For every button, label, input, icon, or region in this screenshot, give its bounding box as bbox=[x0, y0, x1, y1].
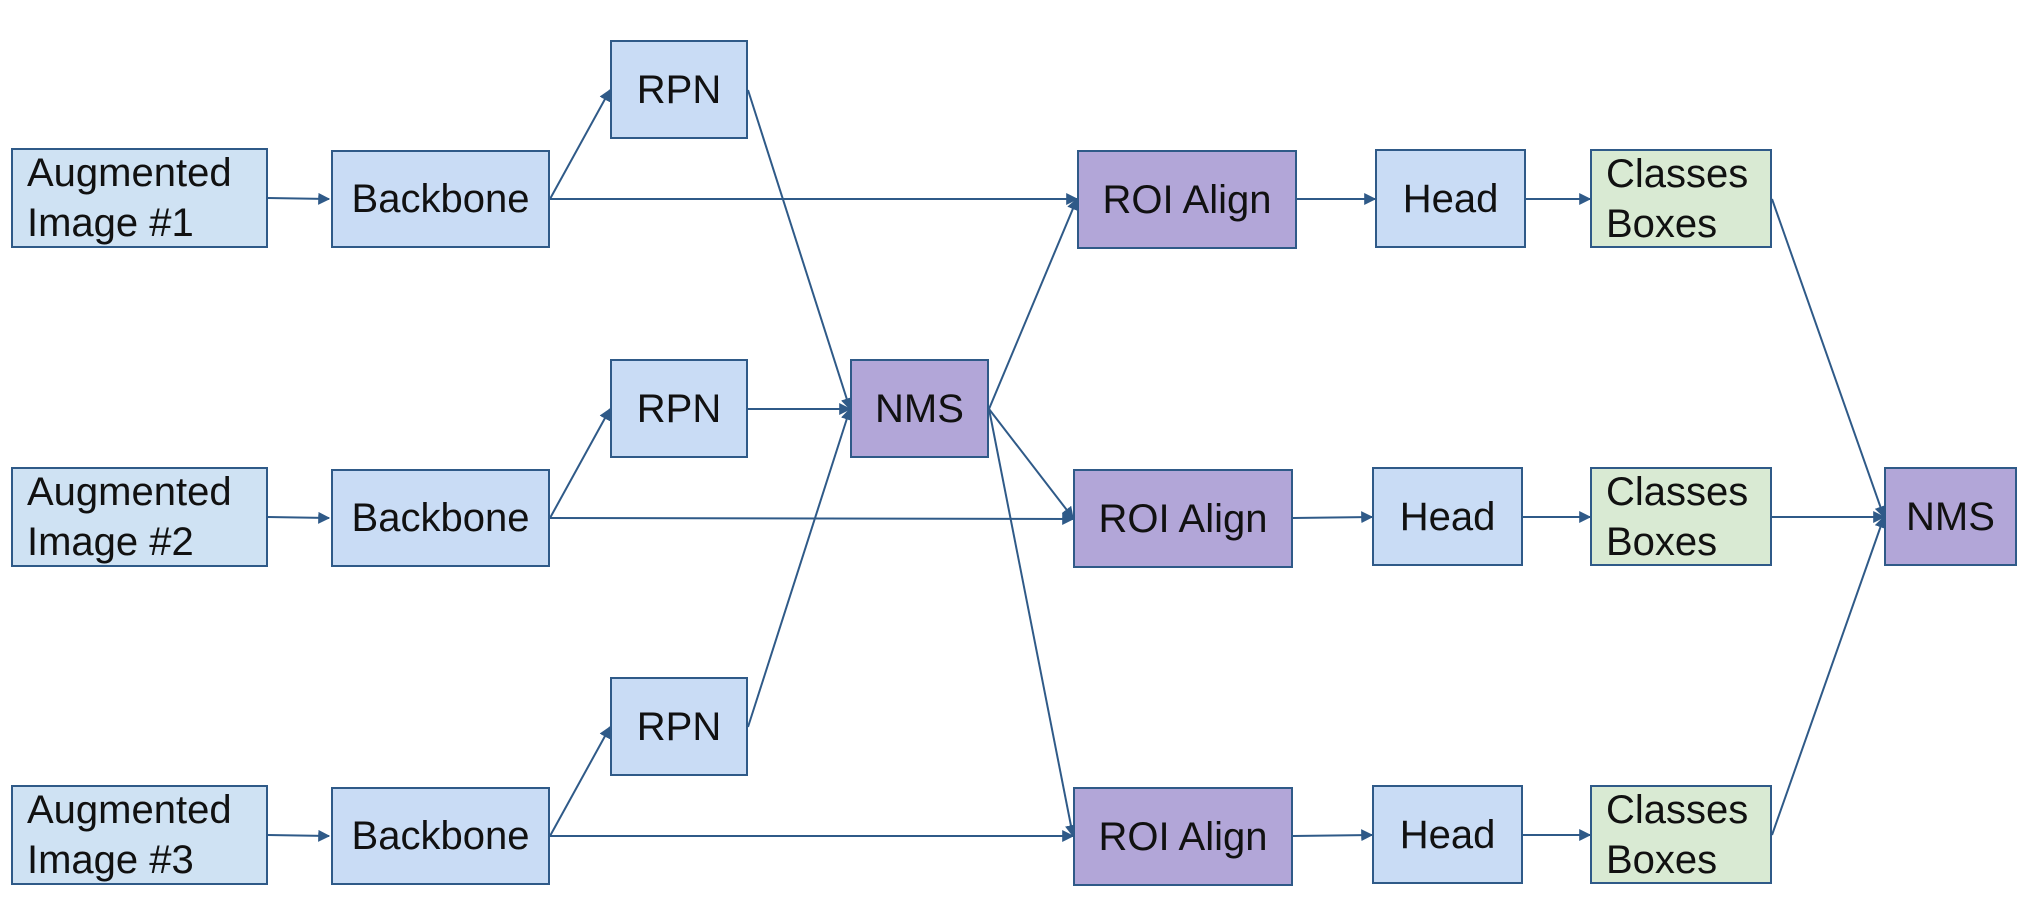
rpn-2-box: RPN bbox=[610, 359, 748, 458]
roi-align-1-label: ROI Align bbox=[1102, 177, 1272, 222]
classes-boxes-2-box: Classes Boxes bbox=[1590, 467, 1772, 566]
augmented-image-3-box: Augmented Image #3 bbox=[11, 785, 268, 885]
roi-align-3-label: ROI Align bbox=[1098, 814, 1268, 859]
augmented-image-1-label: Augmented Image #1 bbox=[27, 151, 232, 245]
roi-align-1-box: ROI Align bbox=[1077, 150, 1297, 249]
classes-boxes-3-label: Classes Boxes bbox=[1606, 787, 1749, 882]
roi-align-2-box: ROI Align bbox=[1073, 469, 1293, 568]
arrow-classes3-to-finalnms bbox=[1771, 515, 1887, 836]
final-nms-label: NMS bbox=[1906, 494, 1995, 539]
arrow-backbone1-to-rpn1 bbox=[549, 88, 611, 200]
backbone-2-box: Backbone bbox=[331, 469, 550, 567]
augmented-image-3-label: Augmented Image #3 bbox=[27, 788, 232, 882]
nms-label: NMS bbox=[875, 386, 964, 431]
arrow-roi2-to-head2 bbox=[1292, 511, 1374, 524]
roi-align-3-box: ROI Align bbox=[1073, 787, 1293, 886]
head-1-label: Head bbox=[1402, 176, 1499, 221]
augmented-image-2-label: Augmented Image #2 bbox=[27, 470, 232, 564]
arrow-nms-to-roi1 bbox=[988, 197, 1079, 410]
arrow-roi3-to-head3 bbox=[1292, 829, 1374, 842]
backbone-3-label: Backbone bbox=[351, 814, 530, 858]
nms-box: NMS bbox=[850, 359, 989, 458]
arrow-backbone2-to-rpn2 bbox=[549, 407, 611, 519]
classes-boxes-3-box: Classes Boxes bbox=[1590, 785, 1772, 884]
rpn-2-label: RPN bbox=[636, 386, 722, 431]
arrow-nms-to-roi2 bbox=[988, 408, 1074, 519]
head-1-box: Head bbox=[1375, 149, 1526, 248]
augmented-image-1-box: Augmented Image #1 bbox=[11, 148, 268, 248]
roi-align-2-label: ROI Align bbox=[1098, 496, 1268, 541]
arrow-backbone3-to-rpn3 bbox=[549, 725, 611, 837]
classes-boxes-1-box: Classes Boxes bbox=[1590, 149, 1772, 248]
backbone-1-box: Backbone bbox=[331, 150, 550, 248]
arrow-rpn3-to-nms bbox=[747, 407, 853, 728]
final-nms-box: NMS bbox=[1884, 467, 2017, 566]
rpn-1-box: RPN bbox=[610, 40, 748, 139]
arrow-input1-to-backbone1 bbox=[267, 192, 331, 205]
arrow-nms-to-roi3 bbox=[988, 408, 1077, 838]
augmented-image-2-box: Augmented Image #2 bbox=[11, 467, 268, 567]
arrow-backbone2-to-roi2 bbox=[549, 512, 1075, 525]
arrow-rpn1-to-nms bbox=[747, 89, 853, 411]
backbone-2-label: Backbone bbox=[351, 496, 530, 540]
head-3-box: Head bbox=[1372, 785, 1523, 884]
head-3-label: Head bbox=[1399, 812, 1496, 857]
head-2-label: Head bbox=[1399, 494, 1496, 539]
rpn-3-label: RPN bbox=[636, 704, 722, 749]
classes-boxes-2-label: Classes Boxes bbox=[1606, 469, 1749, 564]
rpn-1-label: RPN bbox=[636, 67, 722, 112]
arrow-input3-to-backbone3 bbox=[267, 829, 331, 842]
classes-boxes-1-label: Classes Boxes bbox=[1606, 151, 1749, 246]
rpn-3-box: RPN bbox=[610, 677, 748, 776]
arrow-classes1-to-finalnms bbox=[1771, 198, 1887, 519]
arrow-input2-to-backbone2 bbox=[267, 511, 331, 524]
backbone-1-label: Backbone bbox=[351, 177, 530, 221]
head-2-box: Head bbox=[1372, 467, 1523, 566]
backbone-3-box: Backbone bbox=[331, 787, 550, 885]
